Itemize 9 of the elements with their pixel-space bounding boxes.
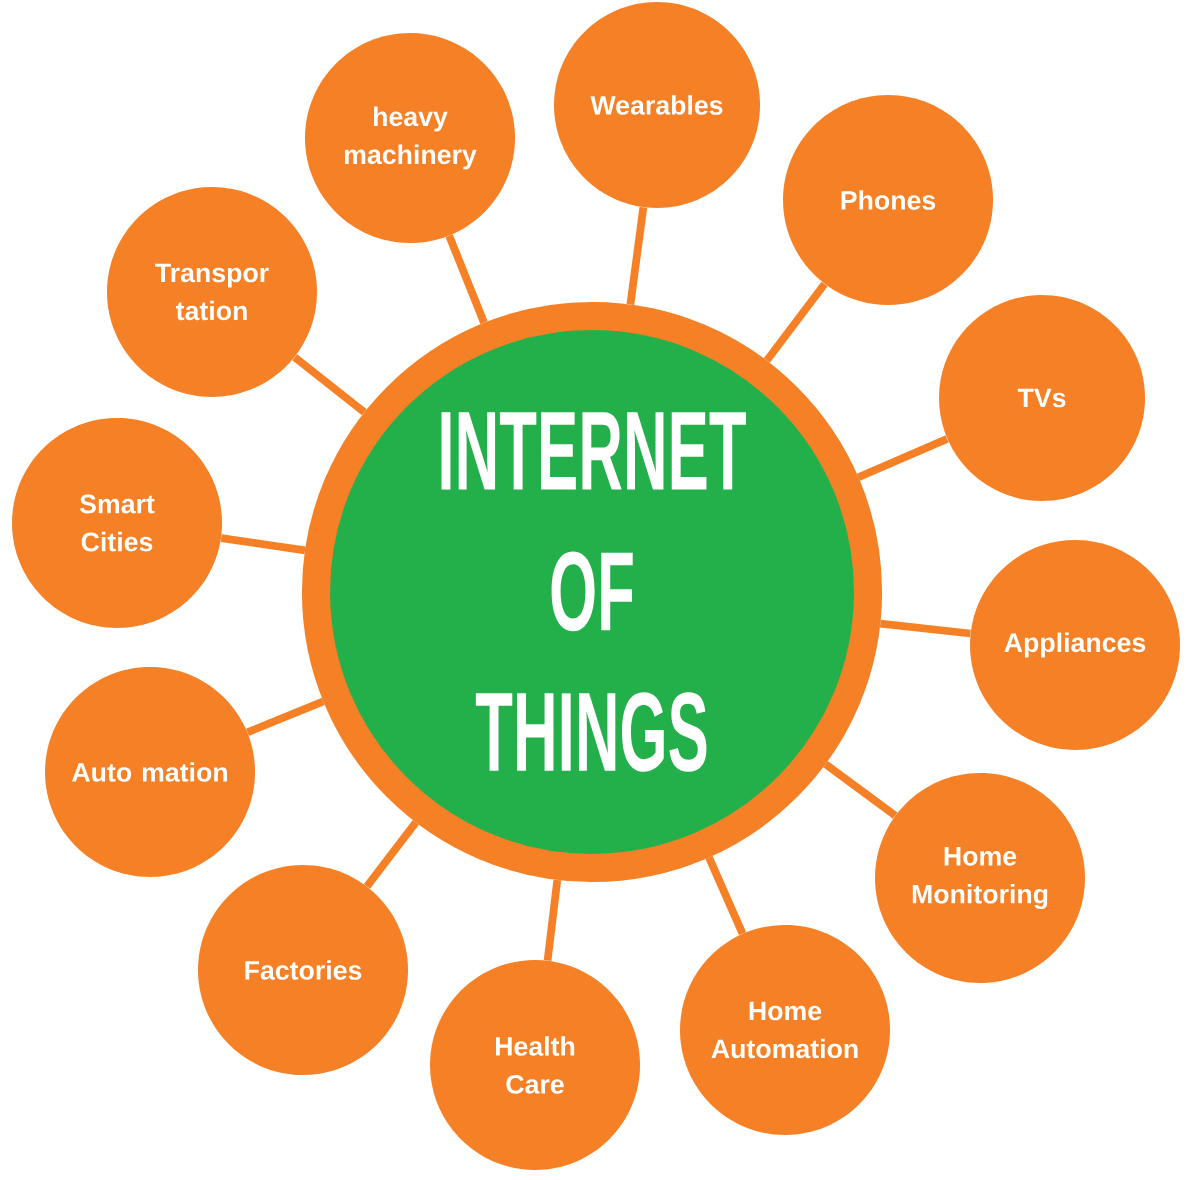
connector-line: [823, 761, 898, 819]
connector-line: [763, 281, 828, 363]
connector-line: [445, 234, 488, 325]
connector-line: [292, 354, 367, 416]
connector-line: [856, 435, 949, 481]
connector-line: [705, 855, 747, 936]
connector-line: [246, 697, 325, 736]
connector-line: [363, 820, 419, 889]
connector-line: [220, 534, 306, 555]
